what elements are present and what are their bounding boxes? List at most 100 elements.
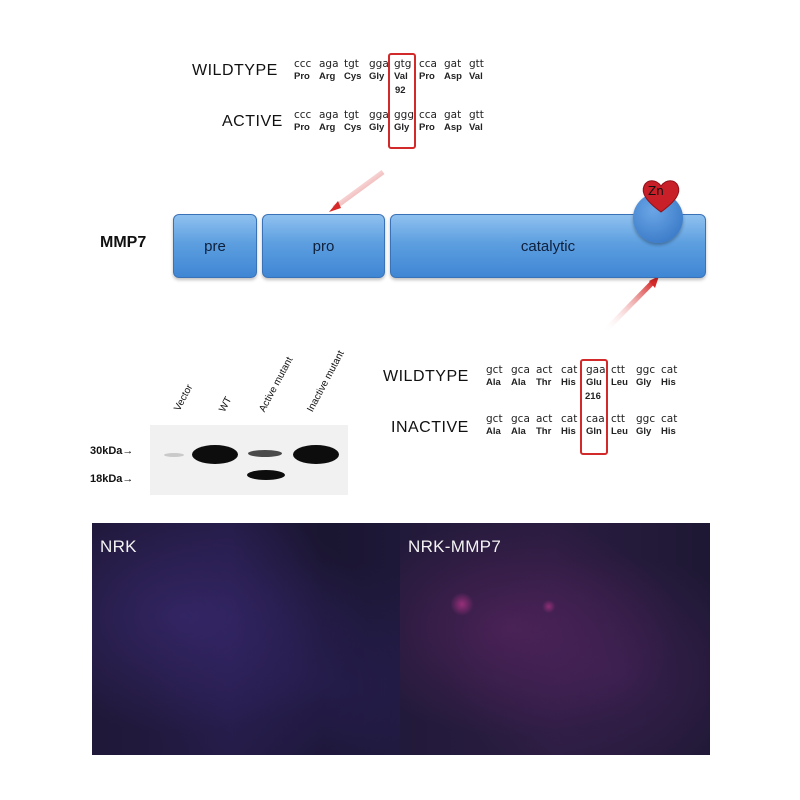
- wildtype-label-bottom: WILDTYPE: [383, 368, 469, 385]
- protein-name-label: MMP7: [100, 234, 147, 251]
- wildtype-aa-bottom-item: Glu: [586, 377, 602, 388]
- inactive-aa-item: His: [661, 426, 676, 437]
- active-aa-item: Val: [469, 122, 483, 133]
- fluorescence-image-nrk-mmp7: NRK-MMP7: [400, 523, 710, 755]
- inactive-label: INACTIVE: [391, 419, 469, 436]
- band-active-18kda: [247, 470, 285, 480]
- wildtype-codons-top-item: ccc: [294, 58, 312, 70]
- wildtype-aa-top: Pro Arg Cys Gly Val Pro Asp Val: [294, 71, 494, 82]
- inactive-codons-item: gct: [486, 413, 503, 425]
- active-label: ACTIVE: [222, 113, 283, 130]
- wildtype-codons-bottom-item: cat: [561, 364, 578, 376]
- inactive-codons-item: cat: [661, 413, 678, 425]
- wildtype-aa-top-item: Arg: [319, 71, 336, 82]
- active-aa-item: Gly: [369, 122, 385, 133]
- inactive-aa-item: Ala: [486, 426, 501, 437]
- wildtype-codons-bottom-item: gct: [486, 364, 503, 376]
- wildtype-codons-top-item: gat: [444, 58, 462, 70]
- arrow-top-to-pro: [329, 169, 385, 212]
- wildtype-aa-bottom-item: Leu: [611, 377, 628, 388]
- marker-18kda: 18kDa→: [90, 473, 134, 485]
- band-inactive-30kda: [293, 445, 339, 464]
- wildtype-aa-bottom-item: Thr: [536, 377, 552, 388]
- wildtype-codons-top-item: aga: [319, 58, 339, 70]
- wildtype-aa-bottom-item: Gly: [636, 377, 652, 388]
- inactive-aa-item: Gln: [586, 426, 602, 437]
- inactive-codons-item: cat: [561, 413, 578, 425]
- band-active-30kda: [248, 450, 282, 457]
- wildtype-aa-bottom-item: His: [661, 377, 676, 388]
- inactive-codons-item: gca: [511, 413, 530, 425]
- fluorescence-image-nrk: NRK: [92, 523, 400, 755]
- inactive-codons-item: ctt: [611, 413, 626, 425]
- active-codons-item: ccc: [294, 109, 312, 121]
- arrow-catalytic-to-bottom: [602, 276, 659, 334]
- active-codons-item: gga: [369, 109, 389, 121]
- mutation-highlight-box-top: [388, 53, 416, 149]
- wildtype-aa-bottom-item: Ala: [511, 377, 526, 388]
- active-aa-item: Arg: [319, 122, 336, 133]
- inactive-aa-item: Thr: [536, 426, 552, 437]
- marker-30kda: 30kDa→: [90, 445, 134, 457]
- wildtype-codons-bottom-item: cat: [661, 364, 678, 376]
- domain-pre: pre: [173, 214, 257, 278]
- wildtype-codons-top-item: tgt: [344, 58, 359, 70]
- inactive-aa-item: Gly: [636, 426, 652, 437]
- active-codons-item: aga: [319, 109, 339, 121]
- active-aa: Pro Arg Cys Gly Gly Pro Asp Val: [294, 122, 494, 133]
- inactive-aa-item: Leu: [611, 426, 628, 437]
- wildtype-aa-bottom: Ala Ala Thr His Glu Leu Gly His: [486, 377, 686, 388]
- inactive-codons-item: ggc: [636, 413, 656, 425]
- mutation-highlight-box-bottom: [580, 359, 608, 455]
- wildtype-codons-top-item: gtt: [469, 58, 484, 70]
- active-aa-item: Pro: [419, 122, 435, 133]
- band-vector-faint: [164, 453, 184, 457]
- zinc-heart-icon: [642, 180, 680, 213]
- active-aa-item: Pro: [294, 122, 310, 133]
- wildtype-aa-top-item: Asp: [444, 71, 462, 82]
- inactive-aa-item: Ala: [511, 426, 526, 437]
- active-codons-item: ggg: [394, 109, 414, 121]
- active-codons-item: gtt: [469, 109, 484, 121]
- wildtype-codons-bottom-item: ggc: [636, 364, 656, 376]
- wildtype-aa-bottom-item: Ala: [486, 377, 501, 388]
- active-codons-item: tgt: [344, 109, 359, 121]
- wildtype-aa-top-item: Cys: [344, 71, 362, 82]
- wildtype-codons-bottom-item: ctt: [611, 364, 626, 376]
- active-codons-item: gat: [444, 109, 462, 121]
- active-aa-item: Asp: [444, 122, 462, 133]
- fluorescence-label-nrk: NRK: [100, 537, 137, 556]
- position-216: 216: [585, 391, 601, 402]
- wildtype-aa-top-item: Gly: [369, 71, 385, 82]
- wildtype-codons-top-item: cca: [419, 58, 437, 70]
- wildtype-aa-top-item: Val: [469, 71, 483, 82]
- wildtype-aa-top-item: Pro: [294, 71, 310, 82]
- wildtype-codons-top-item: gga: [369, 58, 389, 70]
- domain-pro: pro: [262, 214, 385, 278]
- inactive-aa: Ala Ala Thr His Gln Leu Gly His: [486, 426, 686, 437]
- wildtype-codons-bottom-item: act: [536, 364, 553, 376]
- wildtype-codons-bottom-item: gaa: [586, 364, 606, 376]
- wildtype-codons-bottom-item: gca: [511, 364, 530, 376]
- blot-membrane: [150, 425, 348, 495]
- inactive-aa-item: His: [561, 426, 576, 437]
- active-aa-item: Cys: [344, 122, 362, 133]
- fluorescence-label-nrk-mmp7: NRK-MMP7: [408, 537, 502, 556]
- wildtype-aa-bottom-item: His: [561, 377, 576, 388]
- active-aa-item: Gly: [394, 122, 410, 133]
- active-codons-item: cca: [419, 109, 437, 121]
- position-92: 92: [395, 85, 406, 96]
- wildtype-aa-top-item: Pro: [419, 71, 435, 82]
- inactive-codons-item: act: [536, 413, 553, 425]
- wildtype-codons-top-item: gtg: [394, 58, 412, 70]
- wildtype-aa-top-item: Val: [394, 71, 408, 82]
- inactive-codons-item: caa: [586, 413, 605, 425]
- zinc-label: Zn: [648, 184, 664, 198]
- wildtype-label-top: WILDTYPE: [192, 62, 278, 79]
- band-wt-30kda: [192, 445, 238, 464]
